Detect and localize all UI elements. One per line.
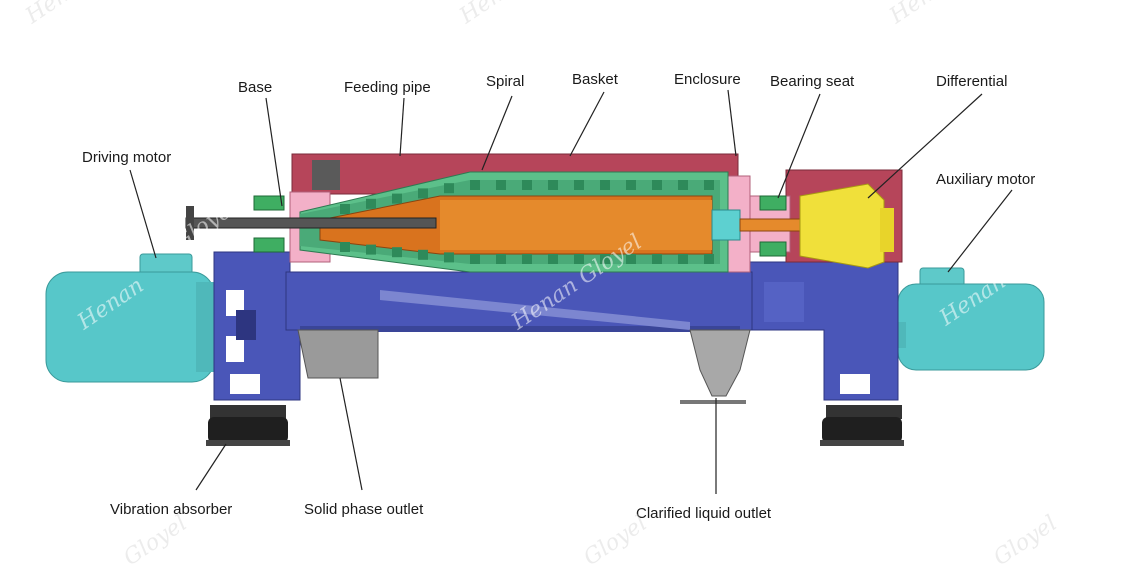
spiral-flight-bottom-6 bbox=[496, 254, 506, 264]
label-clarified-liquid-outlet: Clarified liquid outlet bbox=[636, 505, 772, 522]
spiral-flight-top-10 bbox=[600, 180, 610, 190]
watermark-bottom-left: Gloyel bbox=[119, 511, 191, 570]
solid-phase-outlet bbox=[297, 329, 379, 379]
spiral-flight-top-6 bbox=[496, 180, 506, 190]
driving-motor bbox=[45, 253, 228, 383]
label-basket: Basket bbox=[572, 71, 619, 88]
spiral-flight-top-12 bbox=[652, 180, 662, 190]
spiral-flight-top-1 bbox=[366, 198, 376, 209]
watermark-bottom-right: Gloyel bbox=[989, 511, 1061, 570]
spiral-flight-bottom-1 bbox=[366, 244, 376, 255]
spiral-flight-top-14 bbox=[704, 180, 714, 190]
spiral-flight-top-11 bbox=[626, 180, 636, 190]
spiral-flight-bottom-5 bbox=[470, 254, 480, 264]
spiral-flight-bottom-0 bbox=[340, 242, 350, 252]
spiral-flight-bottom-9 bbox=[574, 254, 584, 264]
bearing-seats bbox=[253, 195, 787, 257]
spiral-flight-bottom-2 bbox=[392, 247, 402, 258]
label-driving-motor: Driving motor bbox=[82, 149, 171, 166]
label-differential: Differential bbox=[936, 73, 1007, 90]
machine-body bbox=[45, 153, 1045, 446]
watermark-top-right: Henan bbox=[885, 0, 961, 30]
spiral-flight-bottom-4 bbox=[444, 252, 454, 263]
spiral-flight-top-7 bbox=[522, 180, 532, 190]
spiral-flight-bottom-13 bbox=[678, 254, 688, 264]
spiral-flight-top-0 bbox=[340, 204, 350, 214]
spiral-flight-top-4 bbox=[444, 183, 454, 194]
watermark-top-left: Henan bbox=[21, 0, 97, 30]
watermark-bottom-center: Gloyel bbox=[579, 511, 651, 570]
label-auxiliary-motor: Auxiliary motor bbox=[936, 171, 1035, 188]
watermark-top-center: Henan bbox=[455, 0, 531, 30]
vibration-absorber-left bbox=[206, 405, 290, 446]
spiral-flight-top-5 bbox=[470, 180, 480, 190]
label-vibration-absorber: Vibration absorber bbox=[110, 501, 232, 518]
spiral-flight-bottom-10 bbox=[600, 254, 610, 264]
spiral-flights bbox=[340, 180, 714, 264]
spiral-flight-bottom-11 bbox=[626, 254, 636, 264]
spiral-flight-bottom-7 bbox=[522, 254, 532, 264]
vibration-absorber-right bbox=[820, 405, 904, 446]
spiral-flight-bottom-3 bbox=[418, 249, 428, 260]
spiral-flight-top-8 bbox=[548, 180, 558, 190]
label-enclosure: Enclosure bbox=[674, 71, 741, 88]
differential bbox=[799, 183, 894, 269]
label-spiral: Spiral bbox=[486, 73, 524, 90]
labels: Base Feeding pipe Spiral Basket Enclosur… bbox=[82, 71, 1035, 522]
spiral-flight-top-2 bbox=[392, 193, 402, 204]
spiral-flight-bottom-8 bbox=[548, 254, 558, 264]
clarified-liquid-outlet bbox=[680, 329, 751, 404]
spiral-flight-bottom-14 bbox=[704, 254, 714, 264]
spiral-flight-bottom-12 bbox=[652, 254, 662, 264]
spiral-flight-top-3 bbox=[418, 188, 428, 199]
label-solid-phase-outlet: Solid phase outlet bbox=[304, 501, 424, 518]
spiral-flight-top-9 bbox=[574, 180, 584, 190]
leader-lines bbox=[129, 89, 1013, 494]
base-frame bbox=[213, 251, 899, 401]
label-bearing-seat: Bearing seat bbox=[770, 73, 855, 90]
spiral-conveyor bbox=[319, 195, 741, 255]
label-base: Base bbox=[238, 79, 272, 96]
label-feeding-pipe: Feeding pipe bbox=[344, 79, 431, 96]
spiral-flight-top-13 bbox=[678, 180, 688, 190]
